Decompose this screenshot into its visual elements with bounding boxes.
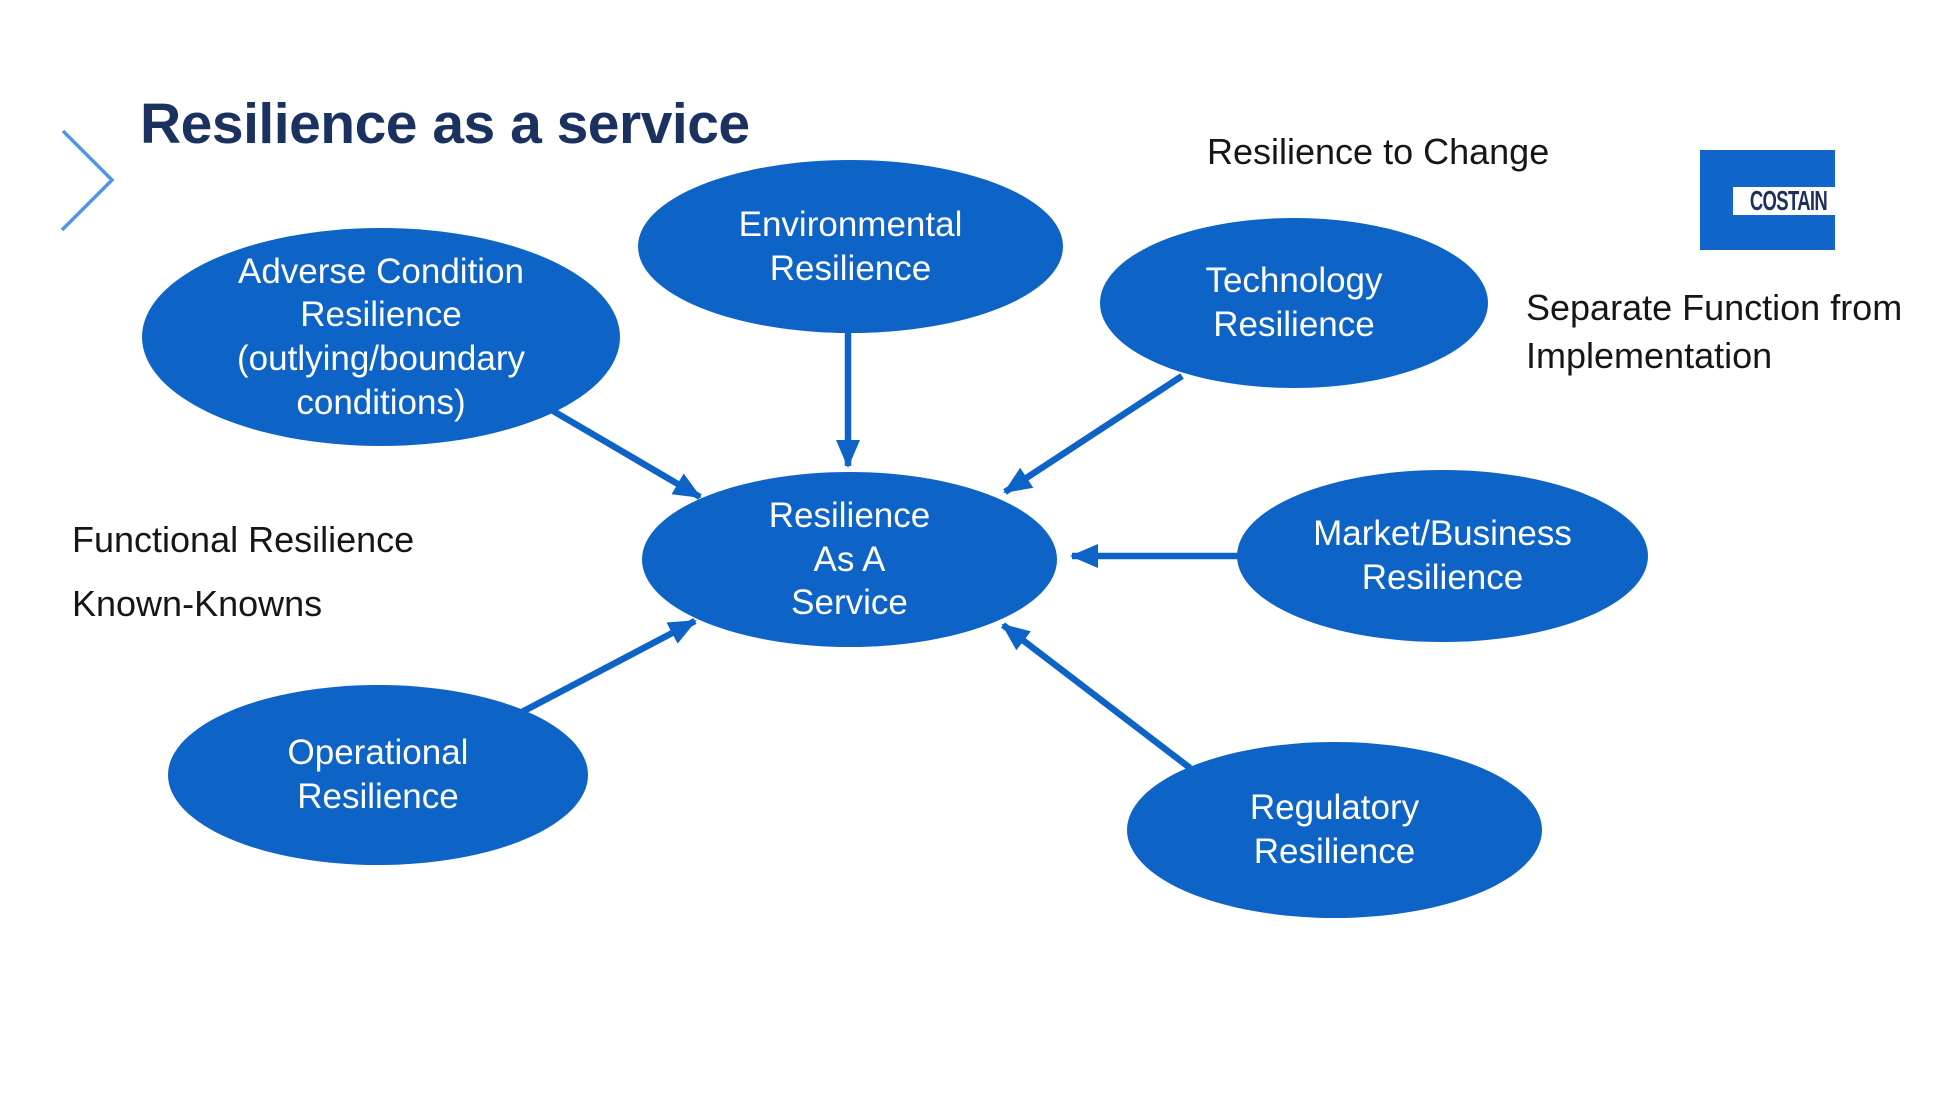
costain-logo-strip: COSTAIN [1733,185,1843,216]
arrow-adverse-to-center [546,405,702,500]
node-environmental-resilience: Environmental Resilience [638,160,1063,333]
arrow-regulatory-to-center [1001,622,1192,771]
annotation-functional-resilience: Functional Resilience [72,519,415,560]
arrow-operational-to-center [518,618,697,716]
annotation-resilience-to-change: Resilience to Change [1207,131,1550,172]
costain-logo: COSTAIN [1700,150,1843,250]
costain-logo-text: COSTAIN [1749,185,1827,216]
annotation-separate-function: Separate Function from Implementation [1526,287,1903,376]
page-title: Resilience as a service [140,92,750,156]
node-resilience-as-a-service: Resilience As A Service [642,472,1057,647]
annotation-known-knowns: Known-Knowns [72,583,323,624]
node-regulatory-resilience: Regulatory Resilience [1127,742,1542,918]
node-adverse-condition-resilience: Adverse Condition Resilience (outlying/b… [142,228,620,446]
node-market-business-resilience: Market/Business Resilience [1237,470,1648,642]
chevron-icon [60,129,115,232]
node-operational-resilience: Operational Resilience [168,685,588,865]
arrow-technology-to-center [1003,373,1184,495]
node-technology-resilience: Technology Resilience [1100,218,1488,388]
